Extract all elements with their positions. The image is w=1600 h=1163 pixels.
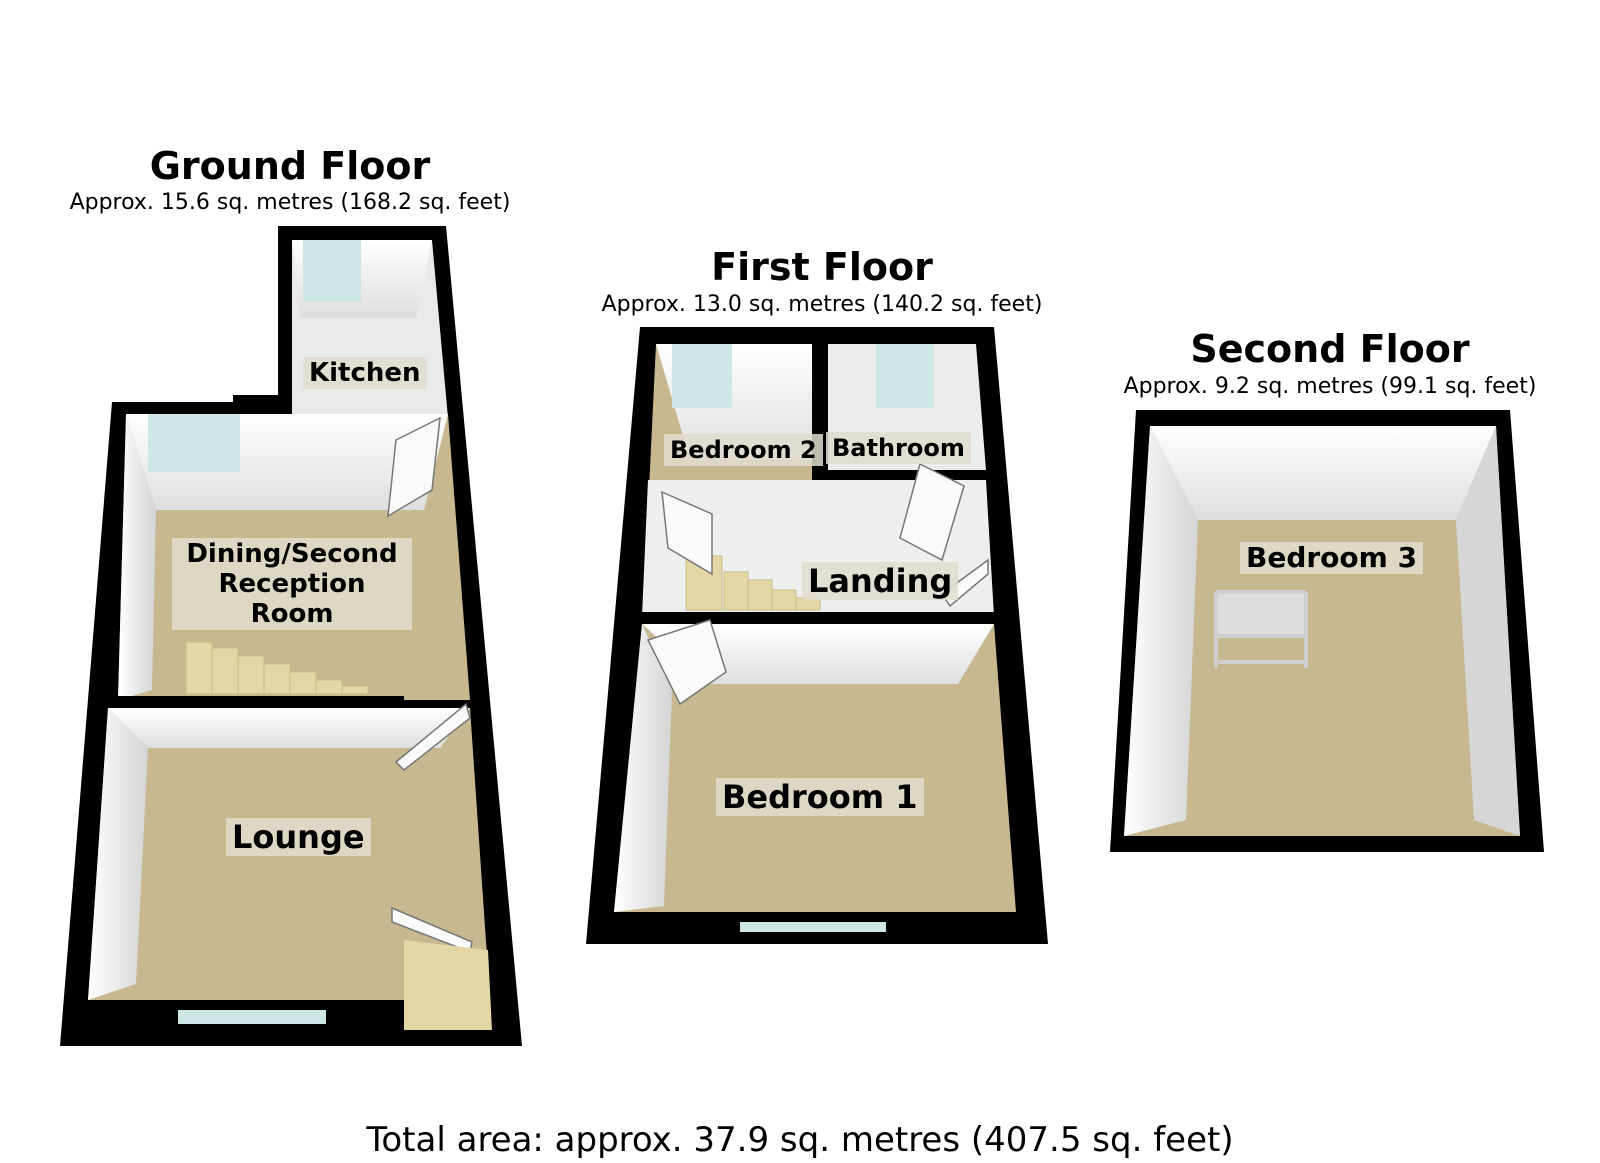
ground-floor-stairs [185, 641, 369, 695]
first-floor-plan [586, 327, 1048, 944]
room-label-bedroom-1: Bedroom 1 [716, 778, 924, 816]
first-floor-landing-wall [640, 612, 994, 624]
stair-balustrade [1214, 590, 1308, 668]
bedroom-1-left-wall [614, 624, 672, 912]
bedroom-1-floor [614, 624, 1016, 912]
bedroom-1-window [740, 922, 886, 932]
dining-room-window [148, 414, 240, 472]
porch-floor [404, 940, 492, 1030]
dining-room-left-wall [118, 414, 156, 700]
bathroom-door [899, 462, 965, 562]
room-label-bathroom: Bathroom [826, 432, 971, 464]
ground-floor-plan [60, 226, 522, 1046]
bedroom-3-floor [1124, 426, 1520, 836]
ground-floor-partition-wall [108, 696, 404, 708]
second-floor-area: Approx. 9.2 sq. metres (99.1 sq. feet) [1123, 374, 1537, 399]
lounge-back-wall [108, 708, 470, 748]
room-label-landing: Landing [802, 562, 959, 600]
room-label-bedroom-2: Bedroom 2 [664, 434, 823, 466]
room-label-bedroom-3: Bedroom 3 [1240, 542, 1424, 574]
bedroom-1-back-wall [642, 624, 994, 684]
lounge-left-wall [88, 708, 148, 1000]
bedroom-3-back-wall [1150, 426, 1496, 520]
bedroom-3-right-wall [1456, 426, 1520, 836]
kitchen-window [303, 240, 361, 302]
second-floor-title: Second Floor [1190, 327, 1470, 371]
bedroom-2-window [672, 344, 732, 408]
lounge-window [178, 1010, 326, 1024]
lounge-side-door [394, 702, 471, 772]
bedroom-2-door [661, 490, 713, 576]
bathroom-window [876, 344, 934, 408]
bedroom-1-door [646, 619, 727, 706]
first-floor-stairs [685, 555, 821, 611]
room-label-lounge: Lounge [226, 818, 371, 856]
ground-floor-area: Approx. 15.6 sq. metres (168.2 sq. feet) [69, 190, 511, 215]
ground-floor-title: Ground Floor [149, 144, 431, 188]
room-label-dining-second-reception: Dining/Second Reception Room [172, 538, 412, 630]
total-area: Total area: approx. 37.9 sq. metres (407… [366, 1120, 1234, 1160]
bedroom-3-left-wall [1124, 426, 1198, 836]
second-floor-plan [1110, 410, 1544, 852]
room-label-kitchen: Kitchen [303, 357, 427, 389]
first-floor-title: First Floor [711, 245, 933, 289]
kitchen-door [387, 416, 441, 518]
first-floor-area: Approx. 13.0 sq. metres (140.2 sq. feet) [601, 292, 1043, 317]
